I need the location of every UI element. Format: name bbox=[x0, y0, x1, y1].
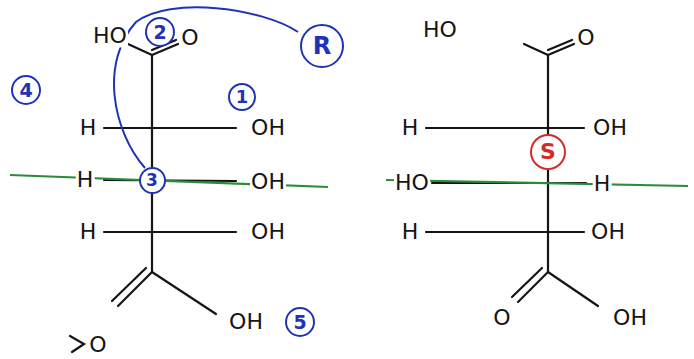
atom-label: HO bbox=[394, 171, 430, 194]
atom-label: O bbox=[88, 333, 107, 356]
atom-label: H bbox=[401, 116, 420, 139]
circled-text: 1 bbox=[236, 88, 249, 106]
bond bbox=[548, 272, 598, 306]
atom-label: OH bbox=[612, 306, 648, 329]
circled-text: R bbox=[313, 34, 331, 58]
atom-label: H bbox=[79, 220, 98, 243]
atom-label: O bbox=[180, 26, 199, 49]
bond bbox=[152, 272, 216, 314]
atom-label: H bbox=[401, 220, 420, 243]
circled-text: 2 bbox=[153, 23, 166, 42]
bond bbox=[512, 268, 542, 297]
atom-label: O bbox=[576, 26, 595, 49]
atom-label: OH bbox=[590, 220, 626, 243]
circled-text: 3 bbox=[146, 172, 158, 189]
rotation-arc bbox=[114, 7, 298, 168]
circled-label: 5 bbox=[285, 307, 315, 337]
circled-label: 1 bbox=[228, 83, 256, 111]
circled-label: S bbox=[530, 134, 566, 170]
atom-label: O bbox=[492, 306, 511, 329]
circled-text: S bbox=[540, 141, 556, 163]
bond bbox=[426, 127, 584, 129]
circled-text: 4 bbox=[19, 81, 32, 100]
atom-label: HO bbox=[422, 18, 458, 41]
atom-label: H bbox=[76, 168, 95, 191]
atom-label: OH bbox=[250, 170, 286, 193]
circled-label: 4 bbox=[11, 75, 41, 105]
bond bbox=[112, 268, 146, 301]
atom-label: H bbox=[593, 172, 612, 195]
atom-label: OH bbox=[592, 116, 628, 139]
circled-label: 3 bbox=[139, 167, 166, 194]
green-line bbox=[386, 180, 688, 186]
atom-label: OH bbox=[250, 116, 286, 139]
atom-label: HO bbox=[92, 24, 128, 47]
bond bbox=[524, 44, 548, 55]
circled-label: 2 bbox=[145, 17, 175, 47]
atom-label: OH bbox=[250, 220, 286, 243]
atom-label: H bbox=[79, 116, 98, 139]
carbon-chain bbox=[151, 55, 153, 272]
partial-bond bbox=[70, 336, 84, 352]
bond bbox=[426, 231, 584, 233]
atom-label: OH bbox=[228, 310, 264, 333]
bond bbox=[548, 40, 572, 50]
bond bbox=[104, 127, 236, 129]
bond bbox=[104, 231, 236, 233]
bond bbox=[128, 44, 152, 55]
circled-label: R bbox=[300, 24, 344, 68]
circled-text: 5 bbox=[293, 313, 306, 332]
